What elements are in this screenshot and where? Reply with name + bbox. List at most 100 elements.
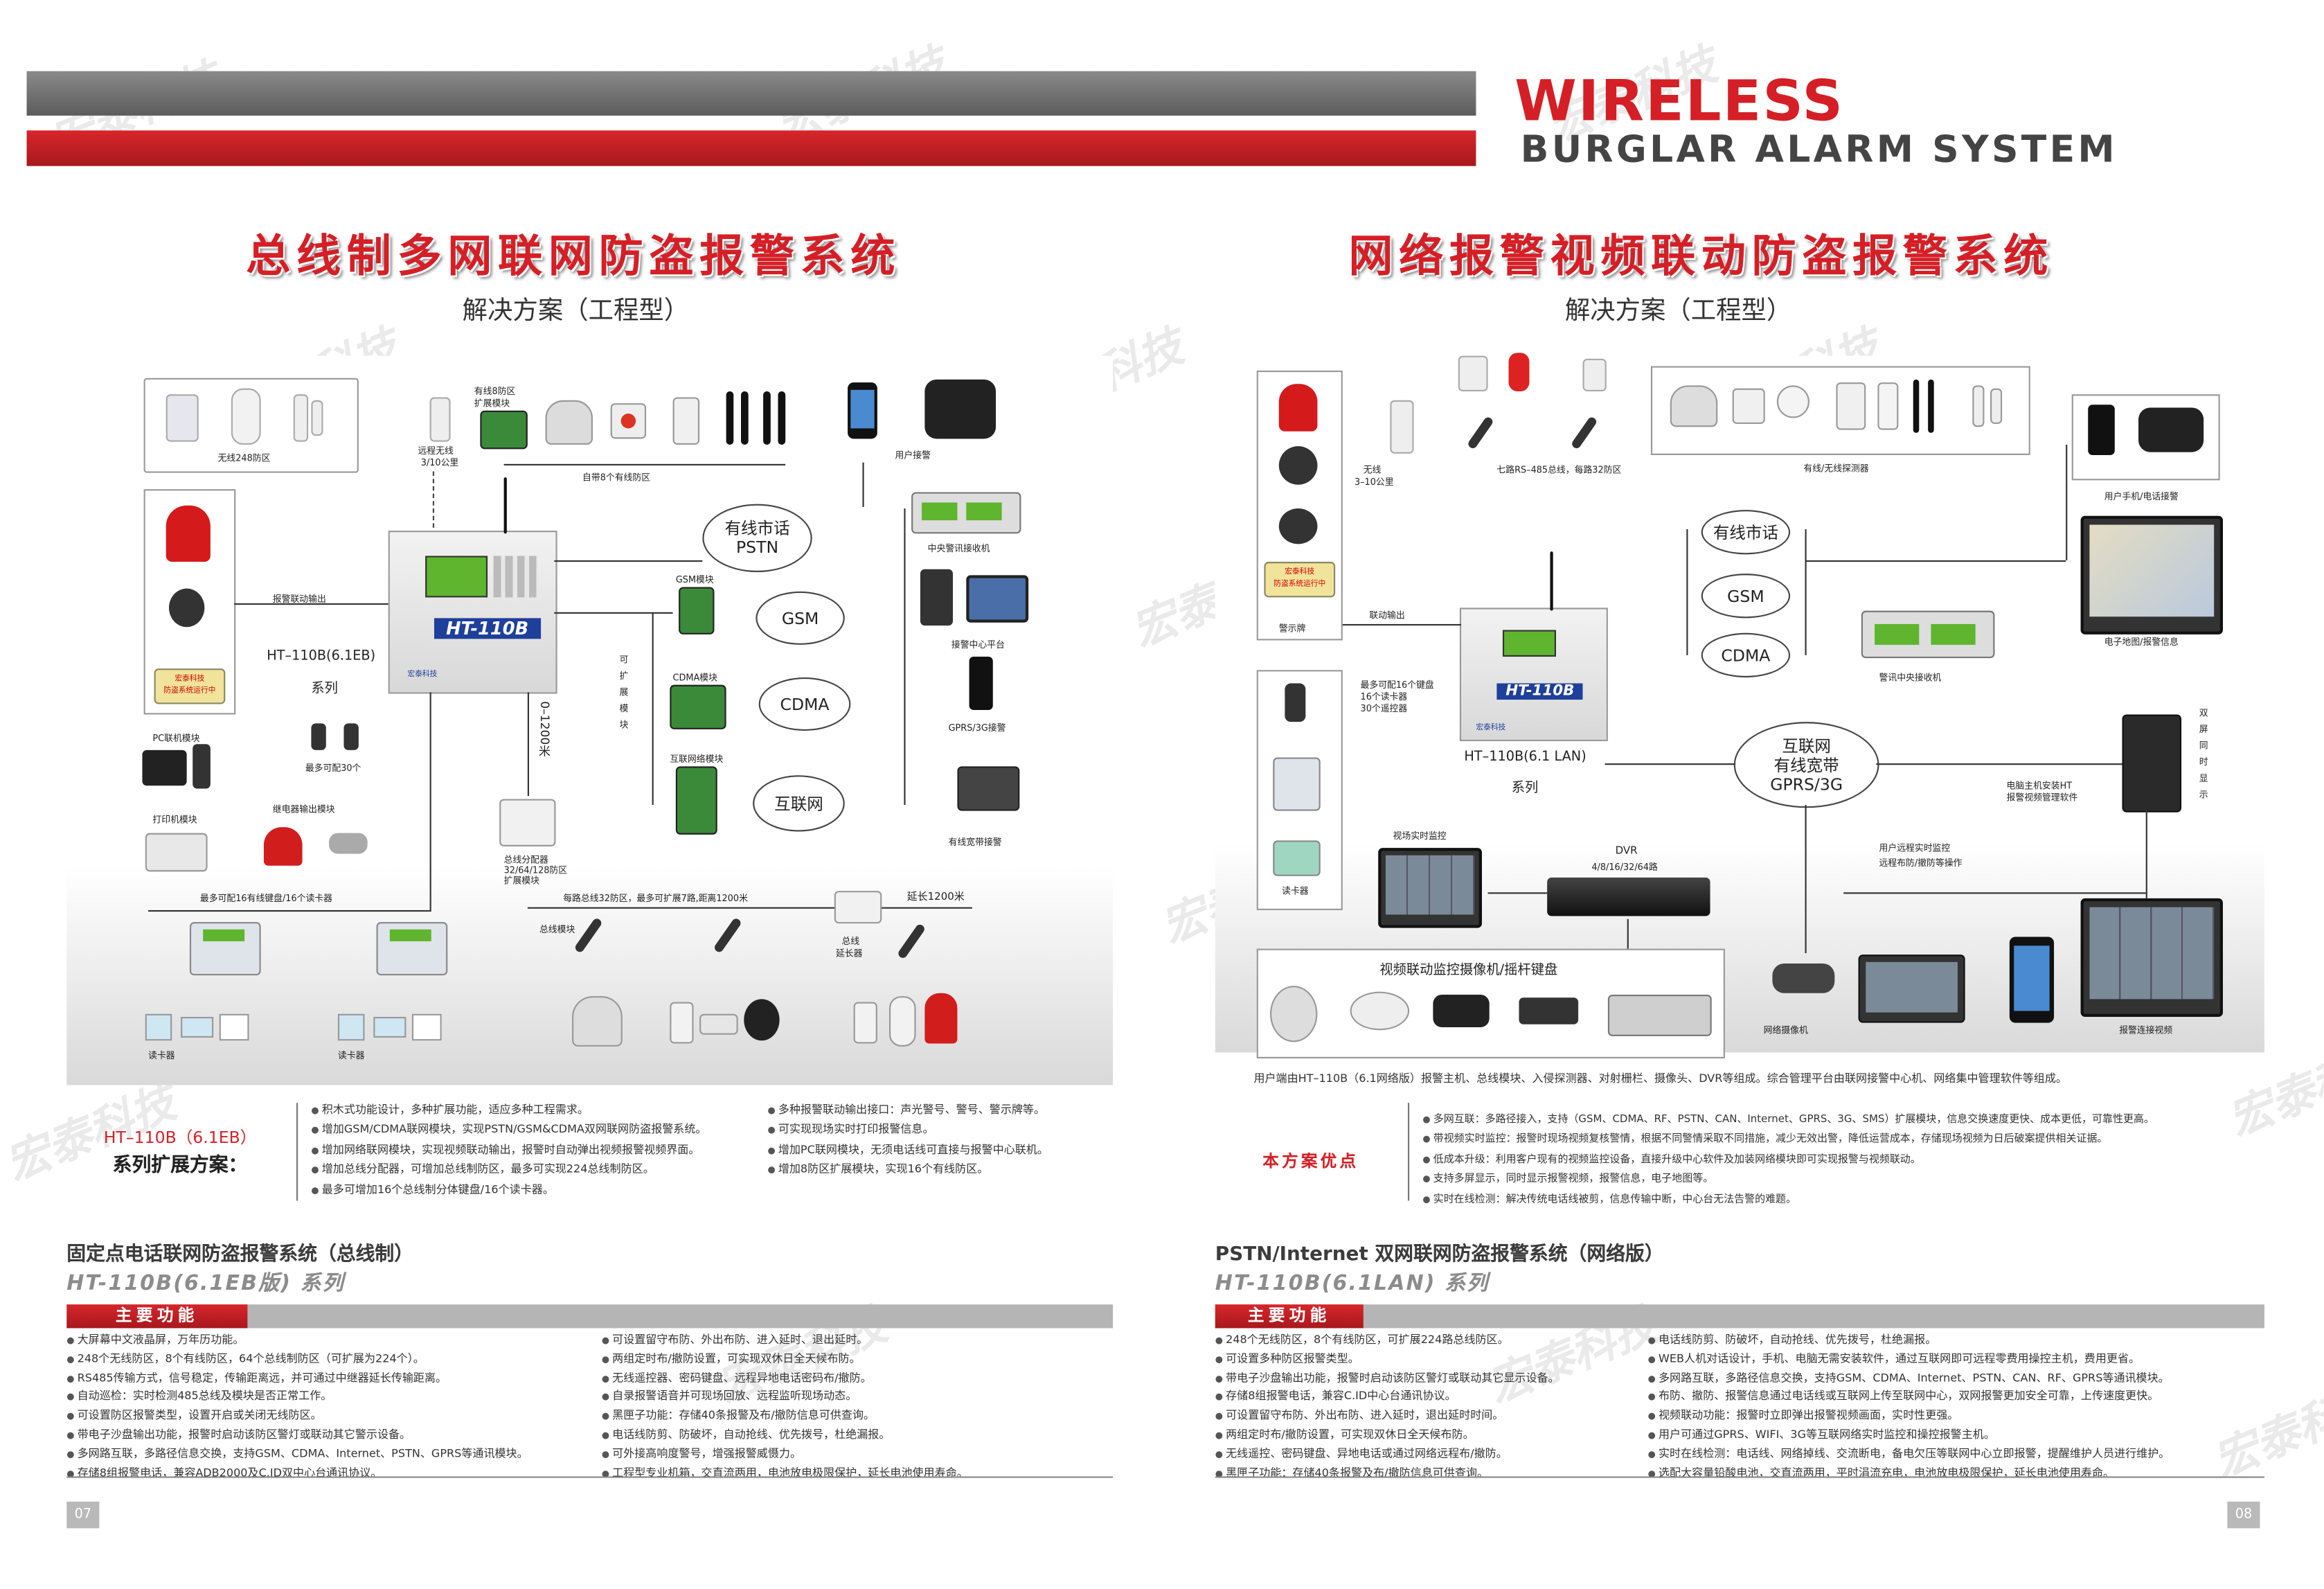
expansion-list-1: 积木式功能设计，多种扩展功能，适应多种工程需求。增加GSM/CDMA联网模块，实…: [311, 1101, 707, 1200]
mobile-phone-icon: [848, 382, 877, 439]
list-item: 两组定时布/撤防设置，可实现双休日全天候布防。: [1215, 1426, 1559, 1445]
control-panel-6-1lan: HT-110B 宏泰科技: [1459, 607, 1608, 741]
remote-link: [1843, 892, 2146, 894]
antenna-icon: [503, 477, 507, 534]
pir-detector-icon: [670, 1002, 694, 1044]
dvr-cam-link: [1627, 918, 1629, 949]
siren-icon: [166, 505, 211, 562]
right-note: 用户端由HT–110B（6.1网络版）报警主机、总线模块、入侵探测器、对射栅栏、…: [1253, 1072, 2067, 1085]
panic-button-icon: [610, 403, 647, 439]
label-net-mod: 互联网络模块: [670, 754, 724, 765]
label-dvr-ch: 4/8/16/32/64路: [1591, 862, 1658, 873]
distributor-link: [527, 692, 529, 797]
panel-brand: 宏泰科技: [1476, 723, 1506, 733]
alarm-video-monitor-icon: [2080, 898, 2224, 1018]
label-dist-exp: 扩展模块: [503, 876, 539, 887]
label-live: 视场实时监控: [1393, 831, 1447, 842]
phone-link: [1805, 560, 2066, 562]
central-receiver-icon: [1861, 610, 1995, 659]
label-dual: 双 屏 同 时 显 示: [2199, 708, 2208, 801]
box-camera-icon: [1519, 997, 1579, 1024]
live-monitor-icon: [1378, 848, 1482, 928]
list-item: 无线遥控器、密码键盘、远程异地电话密码布/撤防。: [602, 1369, 968, 1387]
left-product-model: HT-110B(6.1EB版) 系列: [66, 1272, 345, 1296]
label-bus-ext: 总线: [841, 936, 860, 948]
list-item: 增加8防区扩展模块，实现16个有线防区。: [768, 1161, 1048, 1181]
control-panel-6-1eb: HT-110B 宏泰科技: [388, 531, 557, 694]
main-bus: [527, 907, 972, 909]
list-item: 视频联动功能：报警时立即弹出报警视频画面，实时性更强。: [1648, 1407, 2170, 1426]
bus-extender-icon: [834, 891, 882, 924]
header-red-bar: [26, 130, 1476, 166]
siren-icon: [924, 993, 958, 1044]
page-number-left: 07: [66, 1501, 100, 1529]
right-series: 系列: [1511, 781, 1539, 797]
label-wireless248: 无线248防区: [217, 453, 271, 464]
left-features-1: 大屏幕中文液晶屏，万年历功能。248个无线防区，8个有线防区，64个总线制防区（…: [66, 1331, 528, 1483]
label-remote: 远程无线: [418, 446, 454, 457]
beam-icon: [726, 391, 734, 445]
divider: [296, 1103, 298, 1201]
strobe-light-icon: [263, 827, 303, 866]
label-bus-each: 每路总线32防区，最多可扩展7路,距离1200米: [563, 894, 748, 905]
label-wireless: 无线: [1363, 465, 1382, 476]
gsm-module-icon: [679, 587, 715, 634]
list-item: 电话线防剪、防破坏，自动抢线、优先拨号，杜绝漏报。: [1648, 1331, 2170, 1350]
right-model: HT–110B(6.1 LAN): [1464, 749, 1586, 765]
wireless-detector-box: [143, 378, 359, 473]
siren-small-icon: [1508, 353, 1530, 391]
page-number-right: 08: [2227, 1501, 2260, 1529]
list-item: 低成本升级：利用客户现有的视频监控设备，直接升级中心软件及加装网络模块即可实现报…: [1422, 1150, 2154, 1170]
right-subtitle: 解决方案（工程型）: [1564, 296, 1792, 326]
label-remote-mon: 用户远程实时监控 远程布防/撤防等操作: [1879, 843, 1963, 869]
pc-link: [1876, 763, 2122, 765]
alarm-output-box: 宏泰科技 防盗系统运行中: [143, 489, 236, 715]
label-pc-mod: PC联机模块: [152, 734, 200, 745]
list-item: 自录报警语音并可现场回放、远程监听现场动态。: [602, 1388, 968, 1407]
cdma-module-icon: [670, 684, 726, 729]
list-item: 增加总线分配器，可增加总线制防区，最多可实现224总线制防区。: [311, 1161, 706, 1181]
keypad-panel-icon: [376, 922, 448, 976]
pc-tower-icon: [920, 569, 954, 626]
antenna-icon: [1550, 551, 1553, 611]
beam-icon: [1928, 379, 1934, 433]
label-dvr: DVR: [1615, 844, 1638, 857]
label-user-phone: 用户接警: [895, 450, 931, 461]
internet-cloud: 互联网: [753, 775, 845, 832]
network-camera-icon: [1772, 964, 1835, 993]
pir-wired-icon: [672, 397, 700, 445]
mobile-phone-icon: [2088, 405, 2115, 455]
door-contact-icon: [699, 1013, 738, 1035]
features-bar: [1215, 1304, 2264, 1329]
warning-sign-icon: 宏泰科技 防盗系统运行中: [154, 668, 226, 704]
list-item: 黑匣子功能：存储40条报警及布/撤防信息可供查询。: [602, 1407, 968, 1426]
curtain-detector-icon: [1877, 382, 1899, 430]
smartphone-icon: [2009, 936, 2055, 1023]
features-label: 主要功能: [66, 1304, 248, 1329]
label-wireless-dist: 3–10公里: [1354, 477, 1394, 488]
dvr-monitor-link: [1487, 892, 1548, 894]
door-contact-icon: [1972, 385, 1985, 427]
laptop-icon: [957, 766, 1020, 811]
label-user-phone: 用户手机/电话接警: [2104, 492, 2179, 503]
card-reader-set: [145, 1013, 249, 1041]
joystick-keyboard-icon: [1607, 994, 1712, 1036]
left-features-2: 可设置留守布防、外出布防、进入延时、退出延时。两组定时布/撤防设置，可实现双休日…: [602, 1331, 968, 1483]
label-warn-sign: 警示牌: [1278, 623, 1306, 634]
divider: [1408, 1103, 1410, 1201]
link-out-line: [1342, 623, 1462, 626]
expansion-list-2: 多种报警联动输出接口：声光警号、警号、警示牌等。可实现现场实时打印报警信息。增加…: [768, 1101, 1048, 1181]
dome-detector-icon: [545, 400, 593, 445]
cdma-cloud: CDMA: [1701, 632, 1791, 677]
adv-label: 本方案优点: [1262, 1151, 1359, 1171]
list-item: 积木式功能设计，多种扩展功能，适应多种工程需求。: [311, 1101, 706, 1121]
curtain-detector-icon: [231, 388, 261, 445]
header-wireless: WIRELESS: [1514, 68, 1845, 134]
bullet-camera-icon: [1433, 994, 1490, 1028]
watermark: 宏泰科技: [2206, 1373, 2324, 1489]
emap-monitor-icon: [2080, 515, 2224, 634]
expansion-label2: 系列扩展方案：: [112, 1155, 248, 1178]
door-magnet-icon: [1990, 388, 2003, 425]
ptz-camera-icon: [1269, 986, 1318, 1042]
